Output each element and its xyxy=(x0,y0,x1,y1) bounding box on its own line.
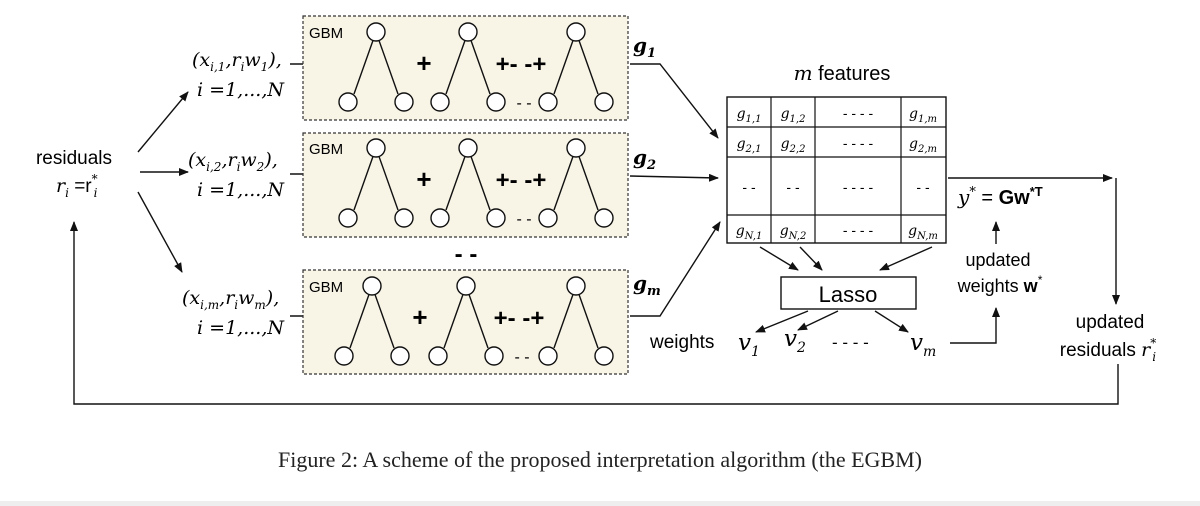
output-gm: gm xyxy=(633,271,661,299)
matrix-cell: g2,2 xyxy=(781,136,806,155)
output-g2: g2 xyxy=(633,145,656,173)
weight-v1: v1 xyxy=(738,330,760,360)
arrow-lasso-to-vm xyxy=(874,310,909,333)
weight-vm: vm xyxy=(910,330,936,360)
svg-text:+- -+: +- -+ xyxy=(496,51,547,78)
svg-text:i =1,...,N: i =1,...,N xyxy=(197,79,285,101)
svg-text:+: + xyxy=(416,48,431,78)
matrix-cell: g1,1 xyxy=(737,106,762,125)
matrix-cell: - - xyxy=(786,179,800,195)
residuals-equation: ri =r*i xyxy=(56,172,98,200)
svg-text:(xi,2,riw2),: (xi,2,riw2), xyxy=(188,149,278,174)
arrow-residuals-to-input-m xyxy=(137,191,183,273)
residuals-label: residuals xyxy=(36,148,112,169)
figure-caption: Figure 2: A scheme of the proposed inter… xyxy=(278,447,922,472)
arrow-g2-to-matrix xyxy=(629,173,719,182)
gbm-ellipsis: - - xyxy=(455,241,478,268)
svg-text:+- -+: +- -+ xyxy=(494,305,545,332)
svg-text:- -: - - xyxy=(516,211,531,228)
matrix-cell: g2,m xyxy=(909,136,937,155)
arrow-gm-to-matrix xyxy=(630,221,721,317)
feature-matrix: g1,1 g1,2 - - - - g1,m g2,1 g2,2 - - - - g2,m - … xyxy=(726,96,947,244)
gbm-box-2: GBM + +- -+ - - xyxy=(302,132,629,238)
svg-text:+: + xyxy=(412,302,427,332)
lasso-box: Lasso xyxy=(780,276,917,310)
gbm-box-m: GBM + +- -+ - - xyxy=(302,269,629,375)
matrix-title: m features xyxy=(794,61,891,85)
arrow-matrix-to-lasso-3 xyxy=(879,246,933,271)
svg-text:i =1,...,N: i =1,...,N xyxy=(197,179,285,201)
updated-residuals-line2: residuals r*i xyxy=(1060,336,1156,364)
matrix-cell: g1,m xyxy=(909,106,937,125)
matrix-cell: gN,1 xyxy=(736,223,763,242)
arrow-residuals-to-input-1 xyxy=(137,91,189,153)
arrow-matrix-to-lasso-1 xyxy=(759,246,799,271)
arrow-lasso-to-v1 xyxy=(755,310,809,333)
equation: y* = Gw*T xyxy=(957,184,1043,209)
svg-text:(xi,m,riwm),: (xi,m,riwm), xyxy=(182,287,279,312)
svg-text:GBM: GBM xyxy=(309,141,343,158)
arrow-g1-to-matrix xyxy=(630,63,719,139)
updated-weights-line2: weights w* xyxy=(957,273,1043,296)
svg-text:- -: - - xyxy=(514,349,529,366)
arrow-matrix-to-lasso-2 xyxy=(799,246,823,271)
matrix-cell: gN,m xyxy=(908,223,938,242)
updated-weights-line1: updated xyxy=(965,250,1030,270)
feedback-loop-arrow xyxy=(70,221,1119,405)
input-label-2: (xi,2,riw2), i =1,...,N xyxy=(188,149,285,201)
svg-text:i =1,...,N: i =1,...,N xyxy=(197,317,285,339)
matrix-cell: - - - - xyxy=(843,179,874,195)
updated-residuals-line1: updated xyxy=(1076,312,1145,333)
matrix-cell: - - xyxy=(916,179,930,195)
matrix-cell: - - - - xyxy=(843,105,874,121)
weights-ellipsis: - - - - xyxy=(832,333,869,352)
arrow-lasso-to-v2 xyxy=(797,310,839,331)
input-label-m: (xi,m,riwm), i =1,...,N xyxy=(182,287,285,339)
arrow-vm-to-updated-weights xyxy=(950,307,1000,344)
gbm-box-1: GBM + +- -+ - - xyxy=(302,15,629,121)
matrix-cell: - - xyxy=(742,179,756,195)
svg-text:(xi,1,riw1),: (xi,1,riw1), xyxy=(192,49,282,74)
input-label-1: (xi,1,riw1), i =1,...,N xyxy=(192,49,285,101)
egbm-diagram: residuals ri =r*i (xi,1,riw1), i =1,...,… xyxy=(36,15,1156,405)
matrix-cell: g2,1 xyxy=(737,136,762,155)
svg-text:+: + xyxy=(416,164,431,194)
matrix-cell: - - - - xyxy=(843,135,874,151)
matrix-cell: - - - - xyxy=(843,222,874,238)
svg-text:GBM: GBM xyxy=(309,279,343,296)
matrix-cell: gN,2 xyxy=(780,223,807,242)
svg-text:Lasso: Lasso xyxy=(819,282,878,307)
svg-text:GBM: GBM xyxy=(309,25,343,42)
weight-v2: v2 xyxy=(784,326,806,356)
svg-text:+- -+: +- -+ xyxy=(496,167,547,194)
svg-text:- -: - - xyxy=(516,95,531,112)
output-g1: g1 xyxy=(633,33,656,61)
matrix-cell: g1,2 xyxy=(781,106,806,125)
bottom-divider xyxy=(0,501,1200,506)
weights-label: weights xyxy=(649,332,714,353)
